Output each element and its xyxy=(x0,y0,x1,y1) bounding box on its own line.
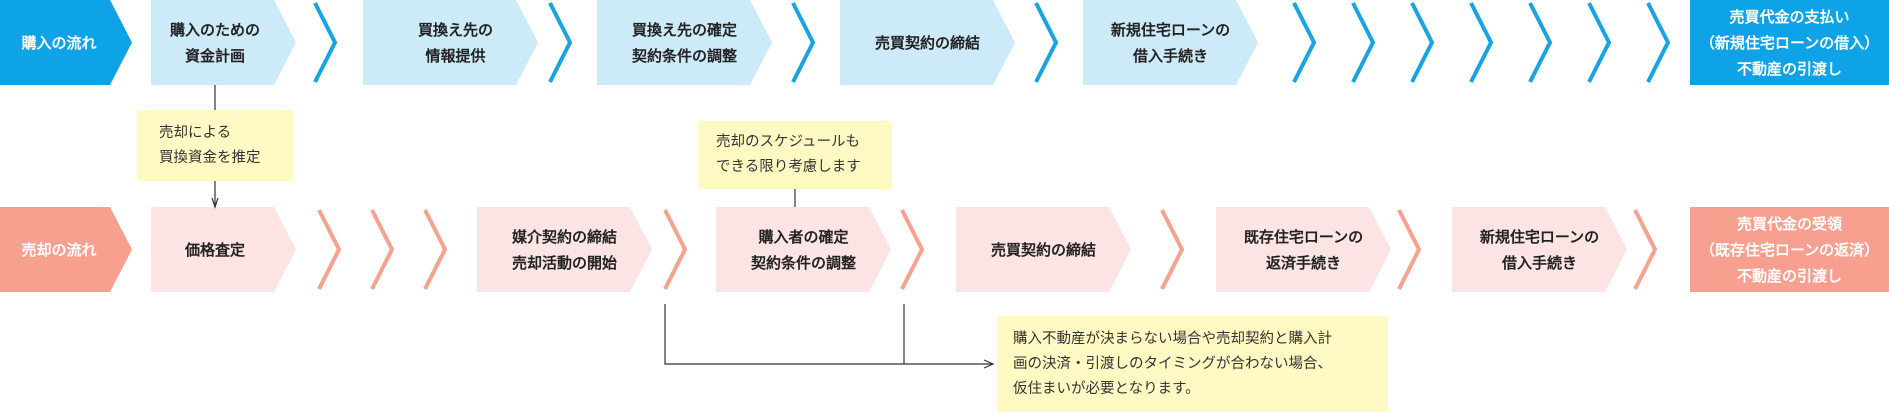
sale-final-shape xyxy=(1690,207,1889,292)
purchase-chevron-3 xyxy=(791,2,816,83)
purchase-label-shape xyxy=(0,0,132,85)
sale-chevron-2 xyxy=(370,209,395,290)
purchase-chevron-10 xyxy=(1587,2,1612,83)
note-estimate: 売却による 買換資金を推定 xyxy=(137,110,293,181)
sale-label-shape xyxy=(0,207,132,292)
purchase-step-4-shape xyxy=(840,0,1015,85)
sale-step-5-shape xyxy=(1216,207,1391,292)
purchase-step-5-shape xyxy=(1083,0,1258,85)
sale-step-1-shape xyxy=(151,207,296,292)
sale-step-3-shape xyxy=(716,207,891,292)
purchase-step-4: 売買契約の締結 xyxy=(874,33,980,52)
purchase-chevron-11 xyxy=(1646,2,1671,83)
purchase-chevron-5 xyxy=(1292,2,1317,83)
purchase-step-2-shape xyxy=(363,0,538,85)
connector-temporary-main xyxy=(664,304,993,365)
sale-step-5: 既存住宅ローンの 返済手続き xyxy=(1243,227,1364,272)
purchase-chevron-6 xyxy=(1351,2,1376,83)
sale-chevron-3 xyxy=(423,209,448,290)
purchase-final-shape xyxy=(1690,0,1889,85)
purchase-step-3-shape xyxy=(597,0,772,85)
purchase-flow-label: 購入の流れ xyxy=(21,33,97,52)
purchase-step-3: 買換え先の確定 契約条件の調整 xyxy=(631,20,737,65)
sale-step-4: 売買契約の締結 xyxy=(990,240,1096,259)
purchase-chevron-8 xyxy=(1469,2,1494,83)
purchase-chevron-2 xyxy=(548,2,573,83)
purchase-chevron-7 xyxy=(1410,2,1435,83)
purchase-chevron-1 xyxy=(313,2,338,83)
sale-step-4-shape xyxy=(956,207,1131,292)
purchase-step-5: 新規住宅ローンの 借入手続き xyxy=(1110,20,1231,65)
sale-chevron-6 xyxy=(1160,209,1185,290)
sale-step-2: 媒介契約の締結 売却活動の開始 xyxy=(511,227,617,272)
purchase-step-1-shape xyxy=(151,0,296,85)
purchase-step-2: 買換え先の 情報提供 xyxy=(417,20,493,65)
note-schedule: 売却のスケジュールも できる限り考慮します xyxy=(698,121,892,189)
note-temporary-housing: 購入不動産が決まらない場合や売却契約と購入計 画の決済・引渡しのタイミングが合わ… xyxy=(997,316,1388,412)
sale-chevron-4 xyxy=(663,209,688,290)
purchase-chevron-4 xyxy=(1034,2,1059,83)
sale-step-3: 購入者の確定 契約条件の調整 xyxy=(750,227,856,272)
sale-flow-label: 売却の流れ xyxy=(21,240,97,259)
purchase-final-step: 売買代金の支払い （新規住宅ローンの借入） 不動産の引渡し xyxy=(1699,7,1880,78)
sale-step-1: 価格査定 xyxy=(184,240,245,259)
sale-step-6: 新規住宅ローンの 借入手続き xyxy=(1479,227,1600,272)
connector-estimate-arrowhead xyxy=(211,197,219,209)
purchase-step-1: 購入のための 資金計画 xyxy=(169,20,260,65)
sale-final-step: 売買代金の受領 （既存住宅ローンの返済） 不動産の引渡し xyxy=(1699,214,1880,285)
sale-chevron-5 xyxy=(900,209,925,290)
connector-temporary-arrowhead xyxy=(983,359,995,369)
sale-chevron-1 xyxy=(317,209,342,290)
purchase-chevron-9 xyxy=(1528,2,1553,83)
sale-chevron-8 xyxy=(1633,209,1658,290)
sale-step-6-shape xyxy=(1452,207,1627,292)
sale-chevron-7 xyxy=(1397,209,1422,290)
sale-step-2-shape xyxy=(477,207,652,292)
